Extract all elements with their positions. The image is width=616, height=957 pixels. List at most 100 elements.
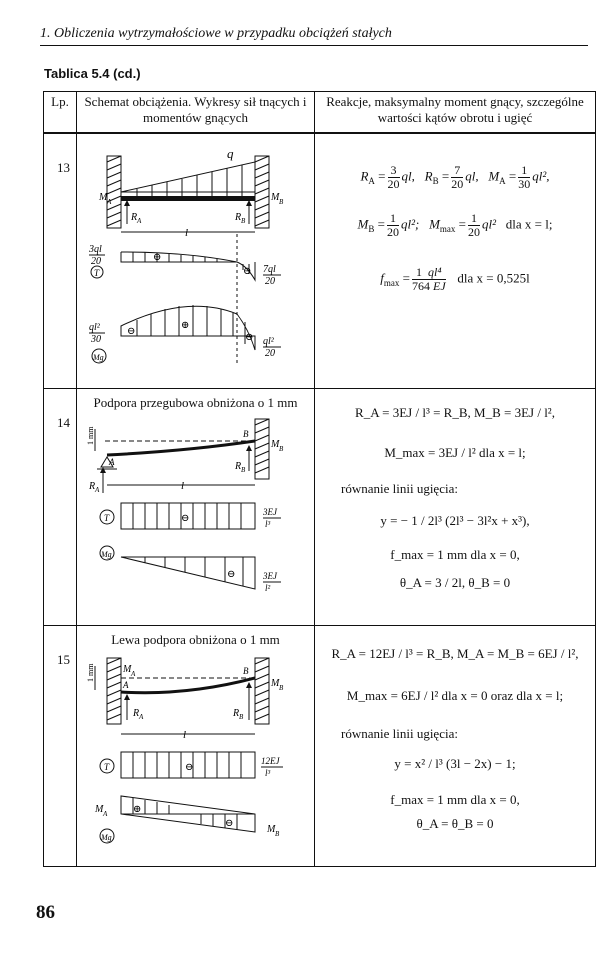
svg-text:M: M xyxy=(98,192,108,203)
row-number: 13 xyxy=(43,132,77,389)
svg-text:Mg: Mg xyxy=(92,353,104,362)
svg-text:l: l xyxy=(185,227,188,239)
svg-text:T: T xyxy=(94,268,100,278)
col-reactions: Reakcje, maksymalny moment gnący, szczeg… xyxy=(314,91,596,134)
svg-text:B: B xyxy=(241,217,246,225)
load-label: q xyxy=(227,146,234,161)
table-caption: Tablica 5.4 (cd.) xyxy=(44,66,141,81)
svg-text:Mg: Mg xyxy=(100,833,112,842)
svg-text:A: A xyxy=(102,810,108,818)
row-number: 14 xyxy=(43,388,77,626)
svg-text:1 mm: 1 mm xyxy=(86,663,95,682)
svg-text:7ql: 7ql xyxy=(263,264,276,275)
svg-text:M: M xyxy=(270,439,280,450)
svg-text:A: A xyxy=(130,670,136,678)
svg-text:3EJ: 3EJ xyxy=(262,571,278,581)
svg-text:M: M xyxy=(122,664,132,675)
svg-text:⊕: ⊕ xyxy=(153,252,161,263)
formula-line-5: f_max = 1 mm dla x = 0, xyxy=(390,547,520,562)
formula-line-1: R_A = 3EJ / l³ = R_B, M_B = 3EJ / l², xyxy=(355,405,555,420)
svg-text:⊖: ⊖ xyxy=(245,332,253,343)
svg-text:R: R xyxy=(88,481,95,492)
svg-text:T: T xyxy=(104,762,110,772)
svg-text:A: A xyxy=(138,713,144,721)
svg-text:B: B xyxy=(279,684,284,692)
svg-text:A: A xyxy=(94,486,100,494)
table-row: 13 xyxy=(43,132,596,389)
beam-table: Lp. Schemat obciążenia. Wykresy sił tnąc… xyxy=(43,91,596,867)
svg-text:A: A xyxy=(122,680,129,690)
svg-text:l³: l³ xyxy=(265,519,271,529)
svg-text:R: R xyxy=(234,461,241,472)
formula-cell: R_A = 12EJ / l³ = R_B, M_A = M_B = 6EJ /… xyxy=(314,625,596,867)
svg-text:⊕: ⊕ xyxy=(181,320,189,331)
svg-text:B: B xyxy=(279,445,284,453)
svg-text:30: 30 xyxy=(90,334,101,345)
svg-text:R: R xyxy=(232,708,239,719)
svg-text:Mg: Mg xyxy=(100,550,112,559)
page-number: 86 xyxy=(36,902,55,923)
svg-text:ql²: ql² xyxy=(263,336,275,347)
svg-text:T: T xyxy=(104,513,110,523)
scheme-title: Lewa podpora obniżona o 1 mm xyxy=(111,632,280,647)
svg-text:B: B xyxy=(239,713,244,721)
formula-line-1: R_A = 12EJ / l³ = R_B, M_A = M_B = 6EJ /… xyxy=(331,646,579,661)
svg-text:⊖: ⊖ xyxy=(185,762,193,773)
formula-line-2: M_max = 3EJ / l² dla x = l; xyxy=(384,445,526,460)
shear-symbol-icon xyxy=(99,509,115,525)
svg-text:B: B xyxy=(275,830,280,838)
moment-symbol-icon xyxy=(99,545,115,561)
svg-text:⊖: ⊖ xyxy=(127,326,135,337)
svg-text:A: A xyxy=(106,198,112,206)
svg-text:A: A xyxy=(108,457,115,467)
svg-text:R: R xyxy=(132,708,139,719)
svg-text:20: 20 xyxy=(265,276,275,287)
svg-text:⊖: ⊖ xyxy=(227,569,235,580)
svg-text:⊕: ⊕ xyxy=(133,804,141,815)
svg-text:l²: l² xyxy=(265,583,271,593)
svg-text:l: l xyxy=(183,729,186,741)
svg-text:3ql: 3ql xyxy=(88,244,102,255)
formula-line-2: M_max = 6EJ / l² dla x = 0 oraz dla x = … xyxy=(346,688,564,703)
svg-text:l: l xyxy=(181,480,184,492)
svg-text:3EJ: 3EJ xyxy=(262,507,278,517)
svg-text:M: M xyxy=(266,824,276,835)
svg-text:R: R xyxy=(234,212,241,223)
col-scheme: Schemat obciążenia. Wykresy sił tnących … xyxy=(76,91,315,134)
svg-text:M: M xyxy=(270,678,280,689)
svg-text:B: B xyxy=(243,666,249,676)
svg-text:A: A xyxy=(136,217,142,225)
formula-line-3: równanie linii ugięcia: xyxy=(341,481,458,496)
col-lp: Lp. xyxy=(43,91,77,134)
running-header: 1. Obliczenia wytrzymałościowe w przypad… xyxy=(40,26,588,46)
svg-text:20: 20 xyxy=(265,348,275,359)
shear-symbol-icon xyxy=(90,265,104,279)
formula-line-6: θ_A = 3 / 2l, θ_B = 0 xyxy=(399,575,511,590)
table-row: 14 Podpora przegubowa obniżona o 1 mm 1 … xyxy=(43,388,596,626)
svg-text:⊖: ⊖ xyxy=(225,818,233,829)
svg-text:B: B xyxy=(279,198,284,206)
formula-line-6: θ_A = θ_B = 0 xyxy=(416,816,494,831)
formula-line-4: y = x² / l³ (3l − 2x) − 1; xyxy=(394,756,516,771)
svg-text:B: B xyxy=(243,429,249,439)
svg-text:20: 20 xyxy=(91,256,101,267)
row-number: 15 xyxy=(43,625,77,867)
formula-line-3: równanie linii ugięcia: xyxy=(341,726,458,741)
svg-text:B: B xyxy=(241,466,246,474)
svg-text:⊖: ⊖ xyxy=(181,513,189,524)
scheme-cell: Podpora przegubowa obniżona o 1 mm 1 mm xyxy=(76,388,315,626)
svg-text:ql²: ql² xyxy=(89,322,101,333)
scheme-title: Podpora przegubowa obniżona o 1 mm xyxy=(93,395,298,410)
svg-text:12EJ: 12EJ xyxy=(261,756,280,766)
svg-text:R: R xyxy=(130,212,137,223)
left-wall xyxy=(106,155,122,229)
